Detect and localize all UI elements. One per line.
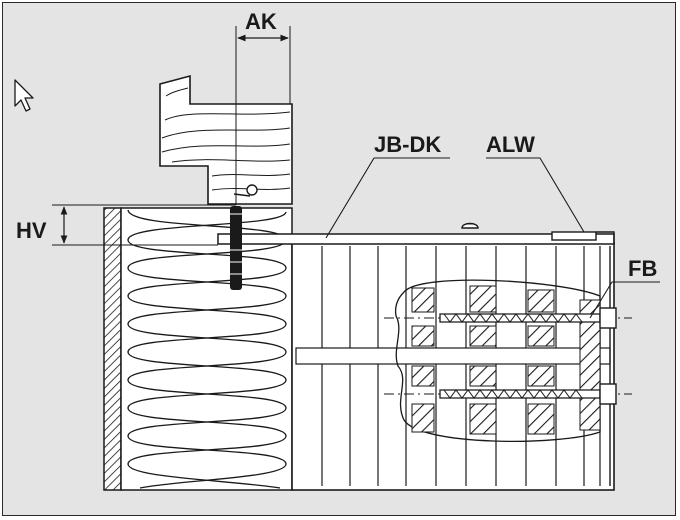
mouse-pointer-icon	[14, 79, 34, 112]
label-alw: ALW	[486, 132, 535, 157]
door-frame-lining	[291, 241, 615, 491]
lining-plate	[217, 222, 615, 245]
label-ak: AK	[245, 9, 277, 34]
fastening-screws	[384, 307, 632, 405]
label-fb: FB	[628, 256, 657, 281]
leader-jbdk	[325, 157, 450, 239]
dimension-ak	[235, 26, 291, 205]
door-leaf-profile	[159, 74, 293, 205]
wall-strip	[103, 207, 122, 491]
dimension-hv	[52, 204, 236, 246]
leader-fb	[589, 281, 660, 319]
label-hv: HV	[16, 218, 47, 243]
hinge-bolt	[230, 184, 258, 290]
masonry-section	[394, 279, 601, 442]
leader-alw	[486, 157, 585, 233]
insulation-block	[120, 207, 293, 491]
label-jbdk: JB-DK	[374, 132, 441, 157]
